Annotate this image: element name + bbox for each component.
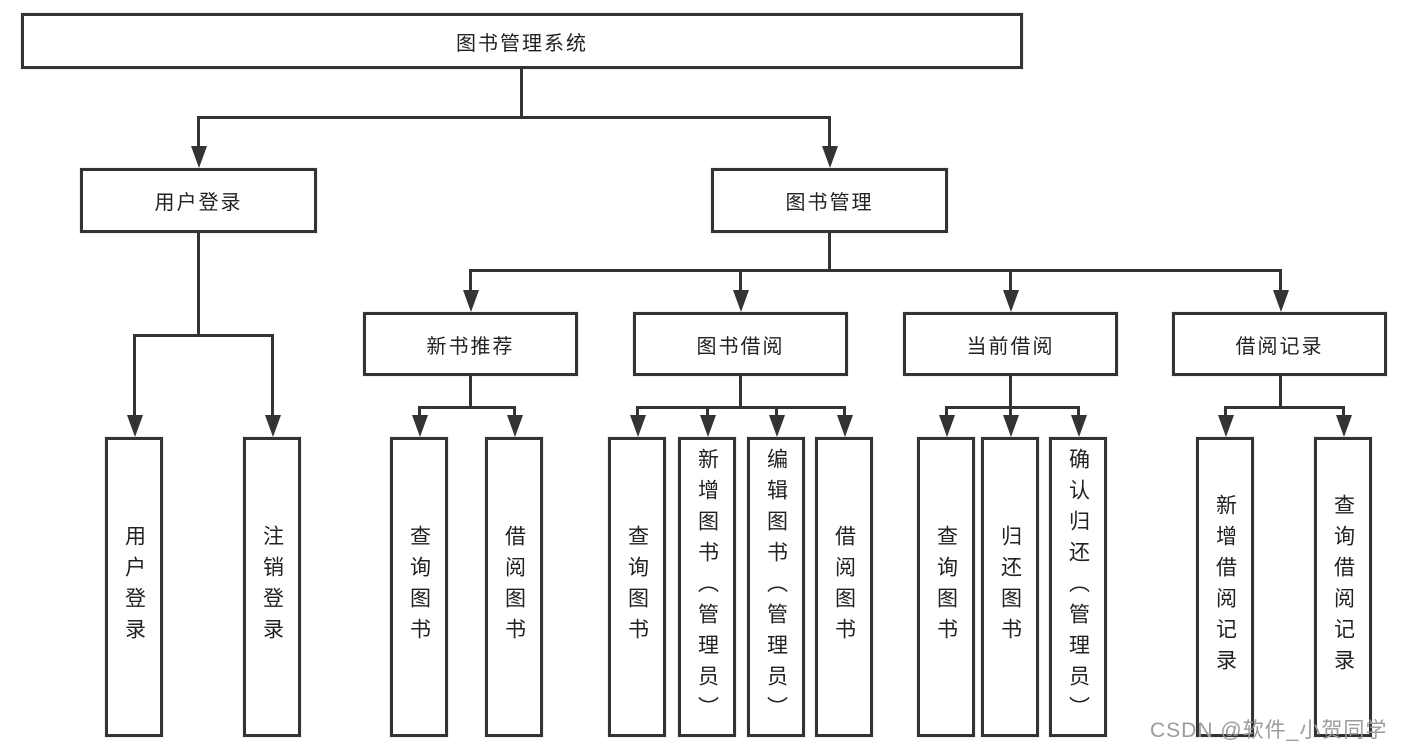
connector-line [945, 406, 948, 417]
leaf-query-borrow-record: 查询借阅记录 [1314, 437, 1372, 737]
leaf-query-books-borrow: 查询图书 [608, 437, 666, 737]
node-book-management: 图书管理 [711, 168, 948, 233]
leaf-label: 确认归还（管理员） [1066, 447, 1090, 727]
node-borrow-records: 借阅记录 [1172, 312, 1387, 376]
arrow-down-icon [1336, 415, 1352, 437]
connector-line [1009, 269, 1012, 292]
connector-line [636, 406, 846, 409]
arrow-down-icon [463, 290, 479, 312]
node-current-borrow: 当前借阅 [903, 312, 1118, 376]
connector-line [706, 406, 709, 417]
connector-line [133, 334, 274, 337]
leaf-label: 查询图书 [625, 525, 649, 649]
connector-line [1224, 406, 1345, 409]
leaf-query-books-recommend: 查询图书 [390, 437, 448, 737]
arrow-down-icon [1273, 290, 1289, 312]
connector-line [739, 376, 742, 409]
csdn-watermark: CSDN @软件_小贺同学 [1150, 719, 1388, 742]
leaf-add-books-admin: 新增图书（管理员） [678, 437, 736, 737]
leaf-label: 借阅图书 [832, 525, 856, 649]
arrow-down-icon [1003, 290, 1019, 312]
connector-line [775, 406, 778, 417]
leaf-borrow-books-recommend: 借阅图书 [485, 437, 543, 737]
leaf-add-borrow-record: 新增借阅记录 [1196, 437, 1254, 737]
leaf-label: 编辑图书（管理员） [764, 447, 788, 727]
connector-line [1009, 376, 1012, 409]
connector-line [418, 406, 421, 417]
connector-line [513, 406, 516, 417]
leaf-confirm-return-admin: 确认归还（管理员） [1049, 437, 1107, 737]
leaf-label: 新增借阅记录 [1213, 494, 1237, 680]
leaf-query-books-current: 查询图书 [917, 437, 975, 737]
connector-line [197, 116, 831, 119]
arrow-down-icon [191, 146, 207, 168]
leaf-label: 注销登录 [260, 525, 284, 649]
arrow-down-icon [1071, 415, 1087, 437]
leaf-user-login: 用户登录 [105, 437, 163, 737]
leaf-label: 查询图书 [934, 525, 958, 649]
arrow-down-icon [939, 415, 955, 437]
connector-line [843, 406, 846, 417]
arrow-down-icon [507, 415, 523, 437]
leaf-label: 归还图书 [998, 525, 1022, 649]
connector-line [469, 376, 472, 409]
connector-line [520, 69, 523, 119]
leaf-logout: 注销登录 [243, 437, 301, 737]
connector-line [1279, 269, 1282, 292]
connector-line [1279, 376, 1282, 409]
node-library-system: 图书管理系统 [21, 13, 1023, 69]
arrow-down-icon [822, 146, 838, 168]
connector-line [1342, 406, 1345, 417]
arrow-down-icon [265, 415, 281, 437]
connector-line [133, 334, 136, 417]
connector-line [1077, 406, 1080, 417]
arrow-down-icon [837, 415, 853, 437]
connector-line [828, 233, 831, 272]
leaf-edit-books-admin: 编辑图书（管理员） [747, 437, 805, 737]
arrow-down-icon [127, 415, 143, 437]
leaf-borrow-books: 借阅图书 [815, 437, 873, 737]
connector-line [271, 334, 274, 417]
connector-line [469, 269, 1282, 272]
connector-line [739, 269, 742, 292]
leaf-label: 查询借阅记录 [1331, 494, 1355, 680]
arrow-down-icon [700, 415, 716, 437]
connector-line [418, 406, 516, 409]
leaf-label: 查询图书 [407, 525, 431, 649]
connector-line [828, 116, 831, 148]
connector-line [197, 116, 200, 148]
leaf-return-books: 归还图书 [981, 437, 1039, 737]
connector-line [945, 406, 1080, 409]
arrow-down-icon [630, 415, 646, 437]
node-book-borrow: 图书借阅 [633, 312, 848, 376]
arrow-down-icon [412, 415, 428, 437]
connector-line [1009, 406, 1012, 417]
node-new-book-recommend: 新书推荐 [363, 312, 578, 376]
connector-line [636, 406, 639, 417]
leaf-label: 新增图书（管理员） [695, 447, 719, 727]
leaf-label: 用户登录 [122, 525, 146, 649]
connector-line [1224, 406, 1227, 417]
arrow-down-icon [733, 290, 749, 312]
connector-line [469, 269, 472, 292]
arrow-down-icon [769, 415, 785, 437]
node-user-login: 用户登录 [80, 168, 317, 233]
arrow-down-icon [1003, 415, 1019, 437]
arrow-down-icon [1218, 415, 1234, 437]
leaf-label: 借阅图书 [502, 525, 526, 649]
connector-line [197, 233, 200, 337]
